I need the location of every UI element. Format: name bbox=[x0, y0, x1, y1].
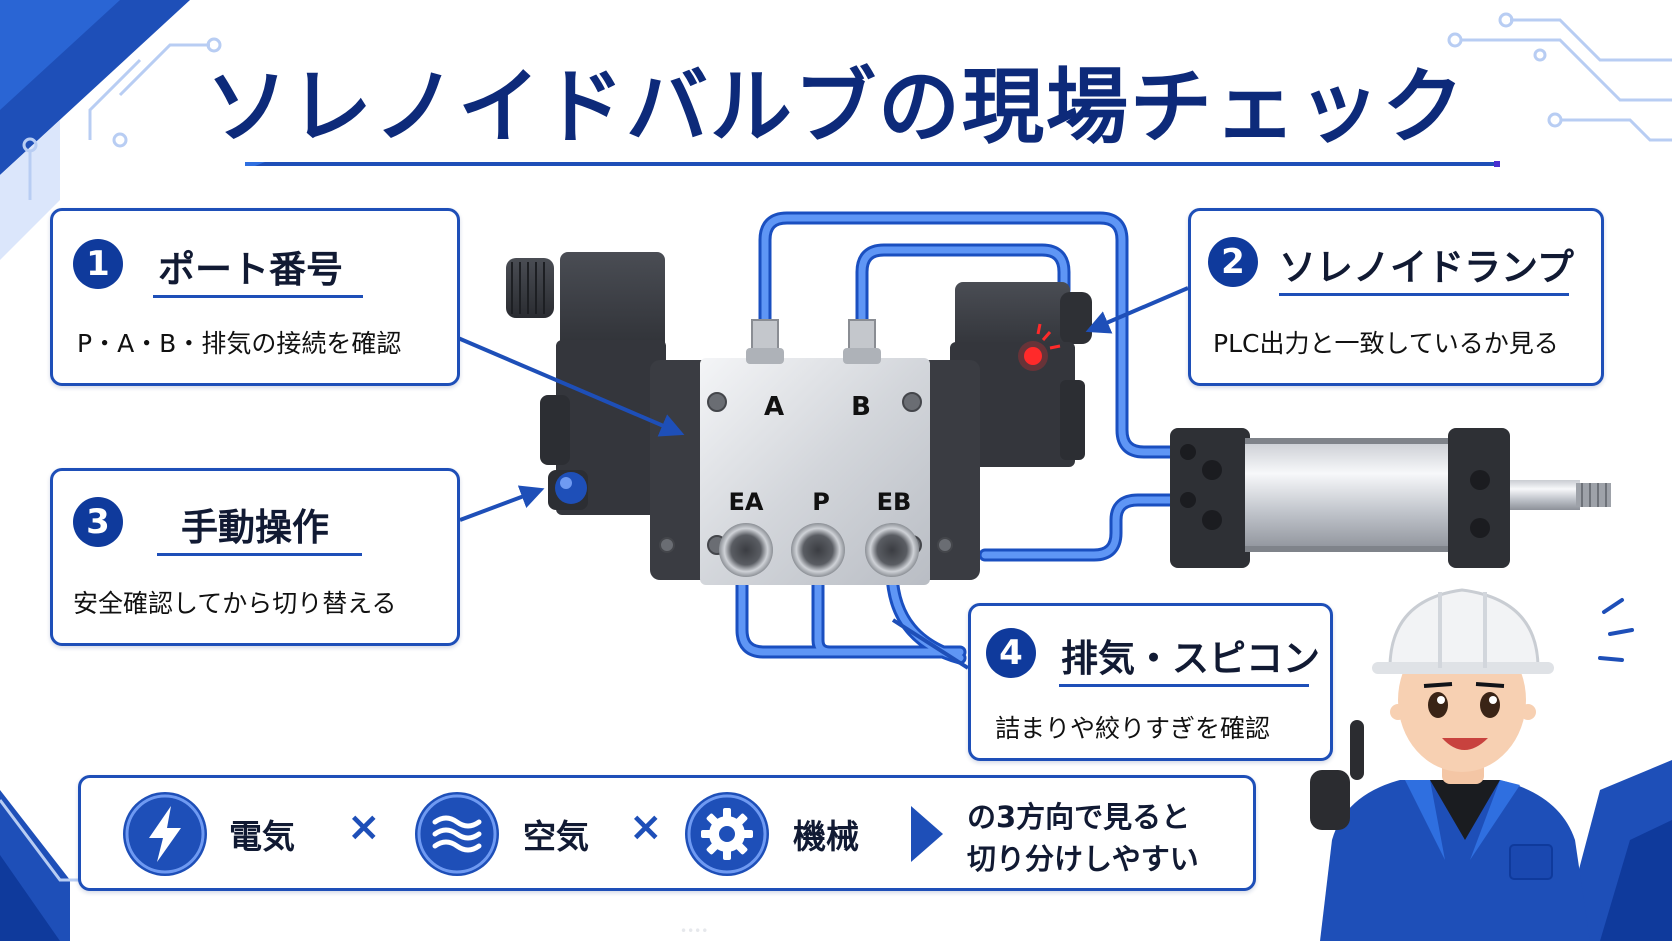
callout-description: 安全確認してから切り替える bbox=[73, 589, 397, 618]
step-badge-2: 2 bbox=[1208, 237, 1258, 287]
port-label-eb: EB bbox=[876, 488, 912, 516]
callout-heading: 手動操作 bbox=[181, 506, 329, 549]
callout-manual-operation: 3 手動操作 安全確認してから切り替える bbox=[50, 468, 460, 646]
step-badge-1: 1 bbox=[73, 239, 123, 289]
page-title: ソレノイドバルブの現場チェック bbox=[205, 60, 1466, 155]
heading-underline bbox=[1059, 684, 1309, 687]
step-badge-4: 4 bbox=[986, 628, 1036, 678]
summary-label-mechanical: 機械 bbox=[793, 817, 859, 856]
callout-description: PLC出力と一致しているか見る bbox=[1213, 329, 1559, 358]
callout-port-number: 1 ポート番号 P・A・B・排気の接続を確認 bbox=[50, 208, 460, 386]
heading-underline bbox=[1279, 293, 1569, 296]
left-solenoid bbox=[506, 252, 666, 515]
port-label-p: P bbox=[812, 488, 830, 516]
summary-conclusion: の3方向で見ると 切り分けしやすい bbox=[967, 796, 1199, 880]
callout-heading: ソレノイドランプ bbox=[1279, 246, 1574, 289]
worker-character bbox=[1310, 588, 1634, 941]
gear-icon bbox=[685, 792, 769, 876]
callout-solenoid-lamp: 2 ソレノイドランプ PLC出力と一致しているか見る bbox=[1188, 208, 1604, 386]
watermark: •••• bbox=[680, 924, 708, 938]
callout-heading: 排気・スピコン bbox=[1061, 637, 1320, 680]
step-badge-3: 3 bbox=[73, 497, 123, 547]
valve-body bbox=[650, 319, 980, 585]
air-hoses bbox=[735, 211, 1192, 665]
callout-heading: ポート番号 bbox=[158, 248, 343, 291]
corner-decor-top-right bbox=[1447, 12, 1672, 142]
times-separator: × bbox=[347, 804, 381, 850]
right-solenoid bbox=[950, 282, 1092, 467]
corner-decor-bottom-left bbox=[0, 790, 290, 941]
callout-exhaust-speed-controller: 4 排気・スピコン 詰まりや絞りすぎを確認 bbox=[968, 603, 1333, 761]
times-separator: × bbox=[629, 804, 663, 850]
corner-decor-top-left bbox=[0, 0, 222, 260]
summary-label-air: 空気 bbox=[523, 817, 589, 856]
summary-bar: 電気 × 空気 × 機械 の3方向で見ると 切り分けしやすい bbox=[78, 775, 1256, 891]
air-waves-icon bbox=[415, 792, 499, 876]
lightning-icon bbox=[123, 792, 207, 876]
port-label-b: B bbox=[851, 392, 871, 422]
corner-decor-bottom-right bbox=[1560, 760, 1672, 941]
conclusion-line-1: の3方向で見ると bbox=[967, 800, 1191, 834]
heading-underline bbox=[153, 295, 363, 298]
port-label-ea: EA bbox=[728, 488, 764, 516]
heading-underline bbox=[157, 553, 362, 556]
pointer-arrows bbox=[457, 286, 1189, 670]
conclusion-line-2: 切り分けしやすい bbox=[967, 842, 1199, 876]
callout-description: 詰まりや絞りすぎを確認 bbox=[995, 714, 1271, 743]
callout-description: P・A・B・排気の接続を確認 bbox=[77, 329, 402, 358]
port-label-a: A bbox=[763, 392, 785, 422]
solenoid-lamp-icon bbox=[1024, 347, 1042, 365]
title-underline bbox=[245, 162, 1498, 166]
chevron-right-icon bbox=[911, 806, 943, 862]
air-cylinder bbox=[1170, 428, 1611, 568]
summary-label-electric: 電気 bbox=[229, 817, 295, 856]
